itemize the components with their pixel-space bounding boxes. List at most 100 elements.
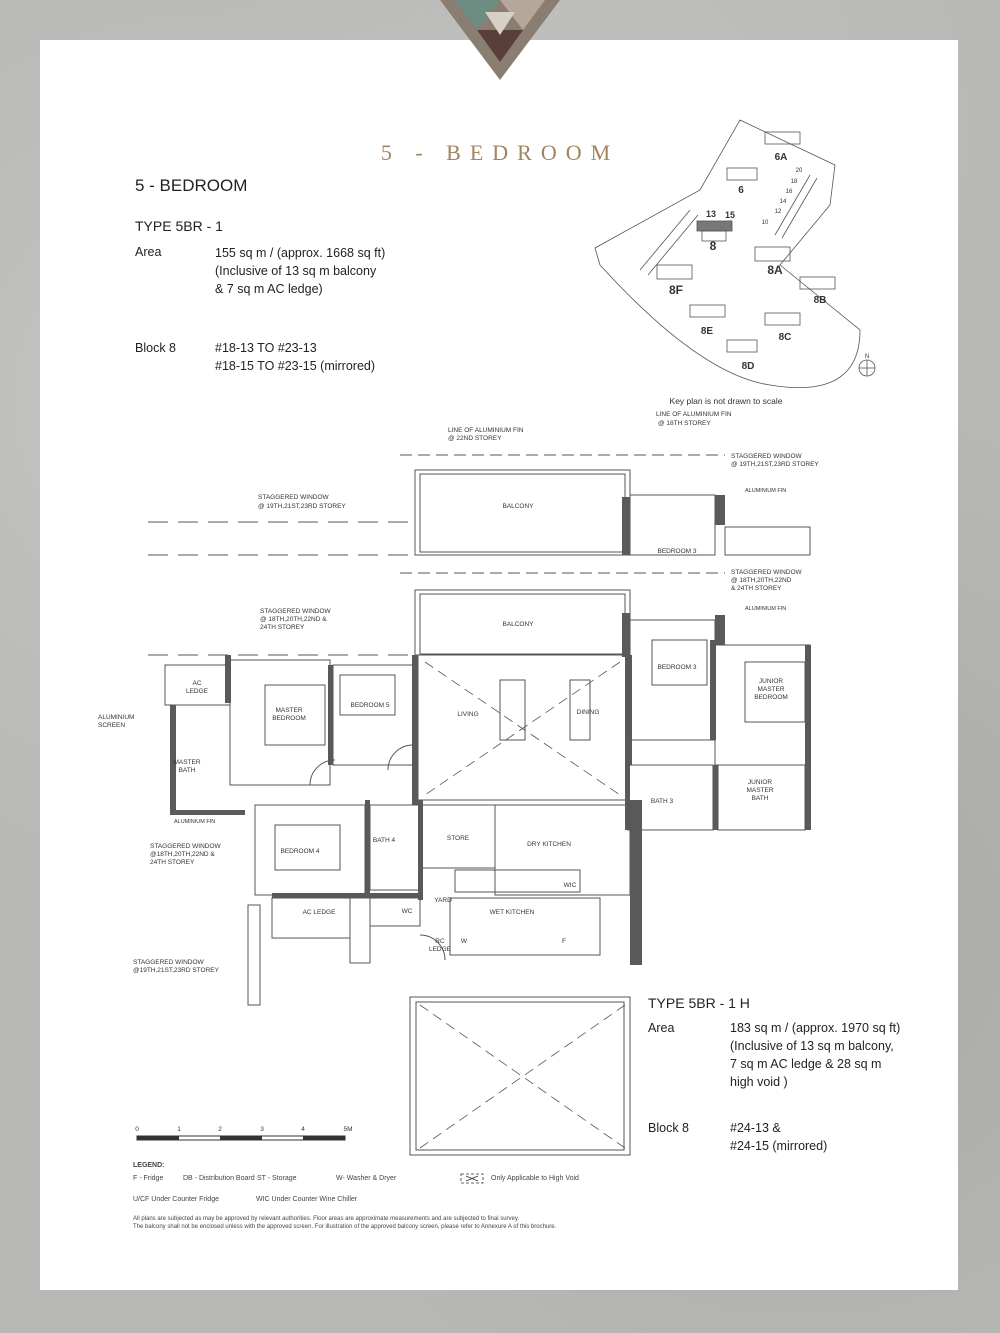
- label-fin-22: LINE OF ALUMINIUM FIN: [448, 427, 524, 434]
- label-bedroom-4: BEDROOM 4: [280, 848, 319, 855]
- room-outlines: [164, 619, 811, 1156]
- key-block-6: 6: [738, 185, 744, 196]
- section-title: 5 - BEDROOM: [135, 176, 248, 195]
- label-junior-master-bedroom: JUNIOR: [759, 678, 784, 685]
- high-void-diagonals: [419, 661, 626, 1149]
- label-junior-master-bath: MASTER: [746, 787, 773, 794]
- unit-type-2-title: TYPE 5BR - 1 H: [648, 995, 750, 1011]
- label-staggered-window: @ 18TH,20TH,22ND &: [260, 616, 327, 623]
- scale-tick: 5M: [343, 1126, 352, 1133]
- block-2-units: #24-13 & #24-15 (mirrored): [730, 1119, 827, 1155]
- label-bath-4: BATH 4: [373, 837, 396, 844]
- label-fin-18: LINE OF ALUMINIUM FIN: [656, 411, 732, 418]
- key-block-8a: 8A: [767, 263, 783, 277]
- legend-item: WIC Under Counter Wine Chiller: [256, 1196, 358, 1203]
- label-dry-kitchen: DRY KITCHEN: [527, 841, 571, 848]
- label-washer: W: [461, 938, 468, 945]
- label-ac-ledge: LEDGE: [186, 688, 209, 695]
- key-plan: [594, 119, 876, 389]
- legend-item: F - Fridge: [133, 1175, 164, 1182]
- scale-bar: 0 1 2 3 4 5M: [135, 1126, 353, 1141]
- unit-type-title: TYPE 5BR - 1: [135, 218, 223, 234]
- label-staggered-window: STAGGERED WINDOW: [258, 494, 330, 501]
- block-label: Block 8: [135, 341, 176, 355]
- key-block-8b: 8B: [814, 295, 827, 306]
- label-fin-18: @ 18TH STOREY: [658, 420, 711, 427]
- label-staggered-window: 24TH STOREY: [260, 624, 305, 631]
- key-block-8c: 8C: [779, 332, 792, 343]
- scale-tick: 4: [301, 1126, 305, 1133]
- legend-item: Only Applicable to High Void: [491, 1175, 579, 1182]
- key-block-8: 8: [710, 239, 717, 253]
- block-units: #18-13 TO #23-13 #18-15 TO #23-15 (mirro…: [215, 339, 375, 375]
- label-master-bath: MASTER: [173, 759, 200, 766]
- label-balcony: BALCONY: [502, 621, 534, 628]
- label-aluminium-screen: SCREEN: [98, 722, 125, 729]
- label-master-bedroom: BEDROOM: [272, 715, 306, 722]
- label-bath-3: BATH 3: [651, 798, 674, 805]
- area-line: high void ): [730, 1075, 788, 1089]
- area-line: & 7 sq m AC ledge): [215, 282, 323, 296]
- area-label: Area: [135, 245, 162, 259]
- key-unit-15: 15: [725, 210, 735, 220]
- label-staggered-window: STAGGERED WINDOW: [133, 959, 205, 966]
- block-line: #18-15 TO #23-15 (mirrored): [215, 359, 376, 373]
- label-bedroom-3: BEDROOM 3: [657, 548, 696, 555]
- key-side-number: 14: [780, 199, 787, 205]
- label-staggered-window: @ 19TH,21ST,23RD STOREY: [731, 461, 819, 468]
- label-staggered-window: STAGGERED WINDOW: [260, 608, 332, 615]
- key-side-number: 12: [775, 209, 782, 215]
- block-line: #24-13 &: [730, 1121, 781, 1135]
- area-line: (Inclusive of 13 sq m balcony,: [730, 1039, 894, 1053]
- area-line: 155 sq m / (approx. 1668 sq ft): [215, 246, 386, 260]
- label-wet-kitchen: WET KITCHEN: [490, 909, 535, 916]
- label-staggered-window: STAGGERED WINDOW: [731, 453, 803, 460]
- key-block-8d: 8D: [742, 361, 755, 372]
- key-block-8f: 8F: [669, 283, 683, 297]
- scale-tick: 1: [177, 1126, 181, 1133]
- scale-tick: 0: [135, 1126, 139, 1133]
- label-yard: YARD: [434, 897, 452, 904]
- label-master-bath: BATH: [179, 767, 196, 774]
- decorative-mosaic-emblem: [440, 0, 560, 80]
- label-balcony: BALCONY: [502, 503, 534, 510]
- brand-title: 5 - BEDROOM: [380, 140, 620, 165]
- label-staggered-window: @ 19TH,21ST,23RD STOREY: [258, 503, 346, 510]
- high-void-legend-icon: [460, 1173, 484, 1184]
- key-side-number: 16: [786, 189, 793, 195]
- block-line: #18-13 TO #23-13: [215, 341, 317, 355]
- label-dining: DINING: [577, 709, 600, 716]
- key-plan-note: Key plan is not drawn to scale: [670, 396, 783, 406]
- label-staggered-window: & 24TH STOREY: [731, 585, 782, 592]
- label-master-bedroom: MASTER: [275, 707, 302, 714]
- key-side-number: 20: [796, 168, 803, 174]
- label-fin-22: @ 22ND STOREY: [448, 435, 502, 442]
- label-wic: WIC: [564, 882, 577, 889]
- label-staggered-window: @18TH,20TH,22ND &: [150, 851, 215, 858]
- disclaimer: All plans are subjected as may be approv…: [133, 1216, 520, 1222]
- area-line: 7 sq m AC ledge & 28 sq m: [730, 1057, 882, 1071]
- legend-item: U/CF Under Counter Fridge: [133, 1196, 219, 1203]
- label-junior-master-bath: JUNIOR: [748, 779, 773, 786]
- block-8-highlight: [696, 220, 733, 232]
- label-living: LIVING: [457, 711, 478, 718]
- label-bedroom-3: BEDROOM 3: [657, 664, 696, 671]
- disclaimer: The balcony shall not be enclosed unless…: [133, 1224, 557, 1230]
- label-rc-ledge: RC: [435, 938, 445, 945]
- label-aluminium-screen: ALUMINIUM: [98, 714, 134, 721]
- area-2-label: Area: [648, 1021, 675, 1035]
- label-staggered-window: @ 18TH,20TH,22ND: [731, 577, 792, 584]
- label-junior-master-bedroom: MASTER: [757, 686, 784, 693]
- block-line: #24-15 (mirrored): [730, 1139, 828, 1153]
- legend-item: ST - Storage: [257, 1175, 297, 1182]
- legend-title: LEGEND:: [133, 1162, 165, 1169]
- label-aluminium-fin: ALUMINIUM FIN: [745, 606, 786, 612]
- label-ac-ledge: AC LEDGE: [303, 909, 337, 916]
- upper-storey-outline: [148, 454, 811, 656]
- label-bedroom-5: BEDROOM 5: [350, 702, 389, 709]
- legend-item: DB - Distribution Board: [183, 1175, 255, 1182]
- area-value: 155 sq m / (approx. 1668 sq ft) (Inclusi…: [215, 244, 385, 298]
- area-2-value: 183 sq m / (approx. 1970 sq ft) (Inclusi…: [730, 1019, 900, 1091]
- label-staggered-window: STAGGERED WINDOW: [731, 569, 803, 576]
